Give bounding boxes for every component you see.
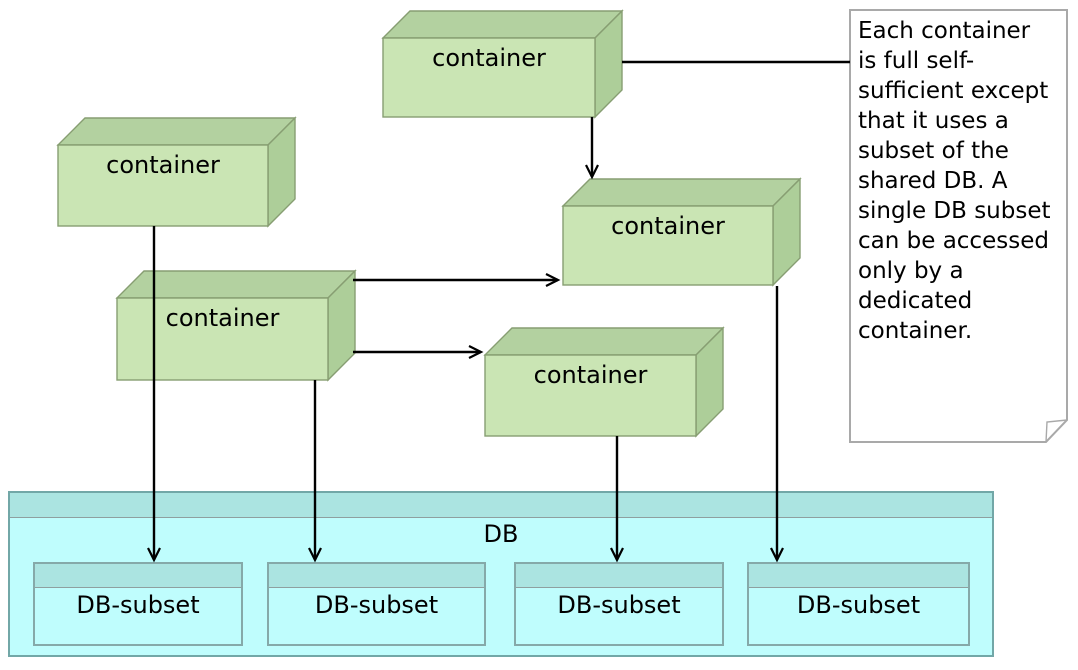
- container-midright-label: container: [611, 212, 725, 240]
- db-subset-1-label: DB-subset: [76, 591, 200, 619]
- db-subset-4-label: DB-subset: [796, 591, 921, 619]
- db-header-band: [10, 493, 992, 518]
- container-node-left: [56, 116, 297, 228]
- db-subset-3: DB-subset: [514, 562, 724, 646]
- container-node-top: [381, 9, 624, 119]
- container-botmid-label: container: [533, 361, 648, 389]
- container-node-botmid: [483, 326, 725, 438]
- db-subset-1: DB-subset: [33, 562, 243, 646]
- db-subset-4-band: [749, 564, 968, 588]
- container-node-midright: [561, 177, 802, 287]
- container-top-label: container: [432, 44, 546, 72]
- db-subset-3-band: [516, 564, 722, 588]
- container-midleft-label: container: [165, 304, 280, 332]
- db-subset-4: DB-subset: [747, 562, 970, 646]
- container-left-label: container: [106, 151, 220, 179]
- note-box: [849, 9, 1068, 443]
- db-subset-2: DB-subset: [267, 562, 486, 646]
- note-text: Each container is full self- sufficient …: [858, 18, 1051, 344]
- db-subset-1-band: [35, 564, 241, 588]
- db-subset-2-label: DB-subset: [314, 591, 439, 619]
- db-subset-3-label: DB-subset: [557, 591, 681, 619]
- container-node-midleft: [115, 269, 357, 382]
- db-title: DB: [483, 520, 519, 548]
- db-subset-2-band: [269, 564, 484, 588]
